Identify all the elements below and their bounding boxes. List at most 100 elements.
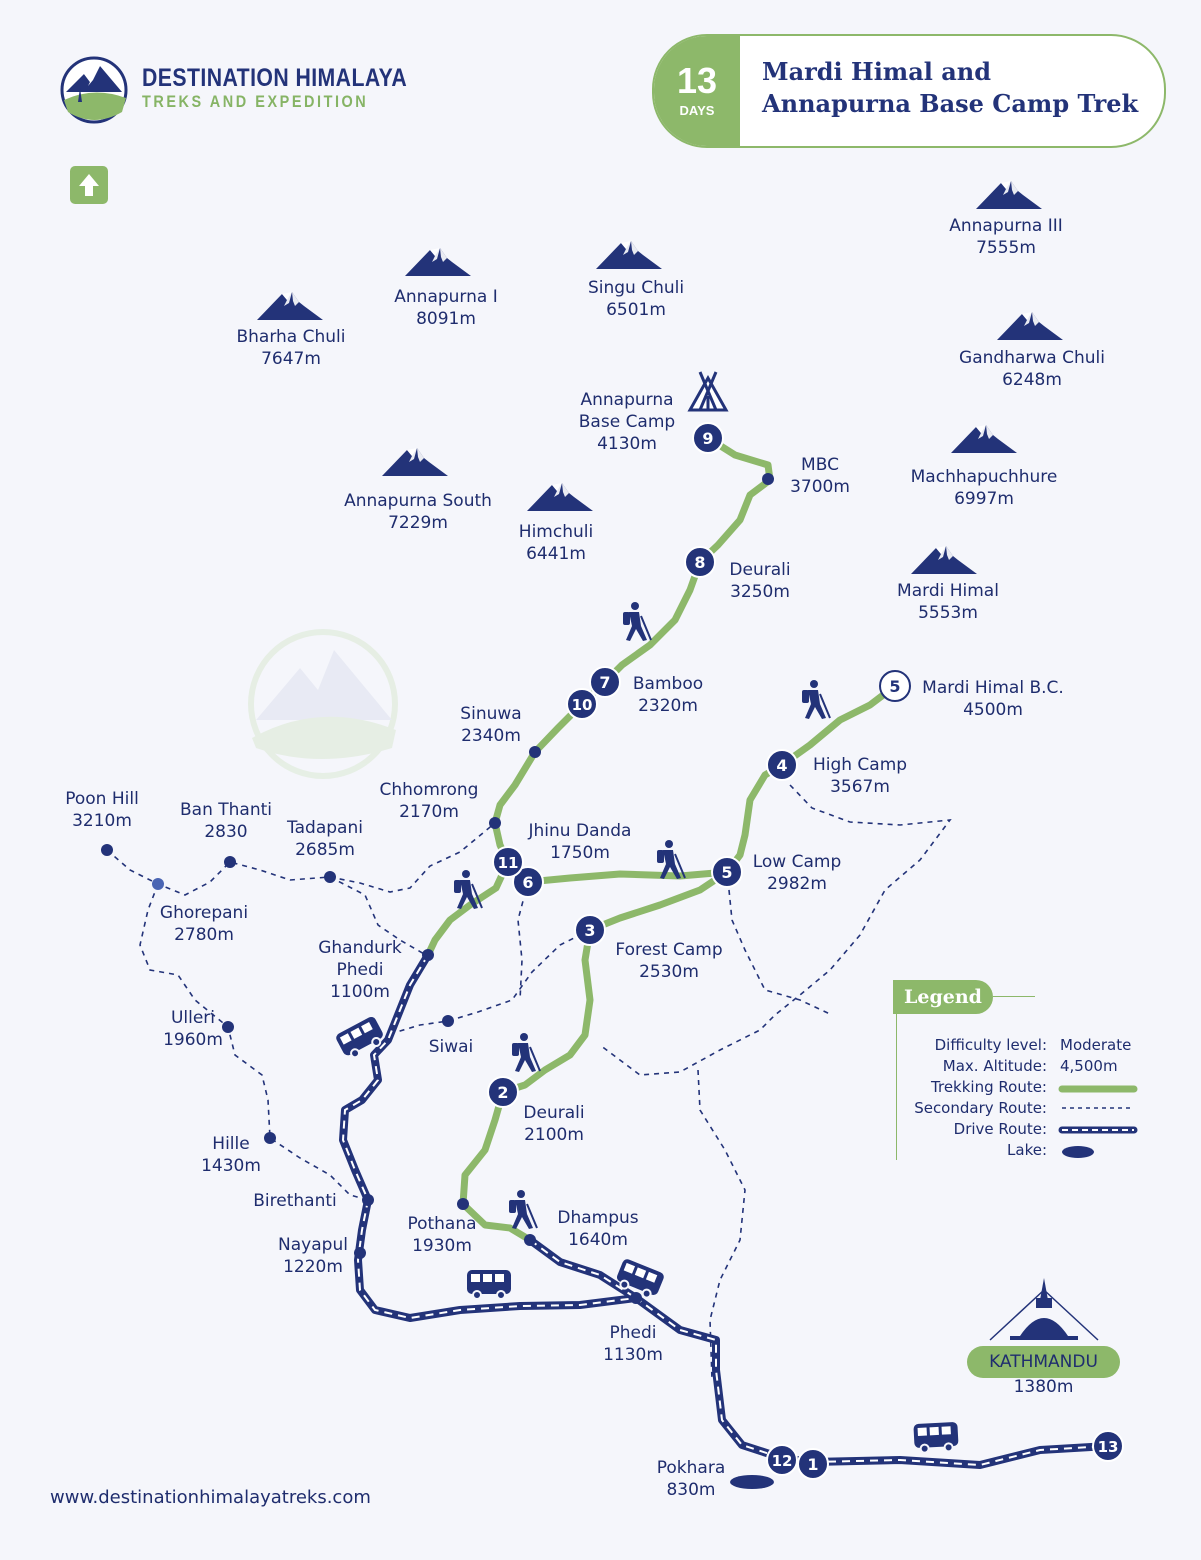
mountain-icon [527, 483, 593, 511]
svg-text:6: 6 [522, 873, 533, 892]
mountain-icon [257, 292, 323, 320]
stop-marker-6: 6 [512, 866, 544, 898]
svg-text:5: 5 [889, 677, 900, 696]
stupa-icon [989, 1278, 1099, 1341]
svg-text:9: 9 [702, 429, 713, 448]
waypoint-tadapani [324, 871, 336, 883]
legend-difficulty-value: Moderate [1060, 1036, 1132, 1054]
kathmandu-altitude: 1380m [1013, 1377, 1074, 1397]
legend-lake: Lake: [1007, 1141, 1047, 1159]
svg-text:4: 4 [776, 756, 787, 775]
stop-marker-12: 12 [766, 1444, 798, 1476]
mountain-icon [997, 312, 1063, 340]
stop-marker-8: 8 [684, 546, 716, 578]
mountain-icon [382, 448, 448, 476]
days-badge: 13 DAYS [654, 36, 740, 146]
waypoint-sinuwa [529, 746, 541, 758]
svg-text:1: 1 [807, 1455, 818, 1474]
svg-text:3: 3 [584, 921, 595, 940]
hiker-icon [801, 679, 831, 720]
stop-marker-5-mardi-bc: 5 [879, 670, 911, 702]
svg-text:5: 5 [721, 863, 732, 882]
tent-icon [687, 371, 729, 412]
secondary-routes [106, 784, 952, 1381]
mountain-icon [951, 425, 1017, 453]
legend-altitude-label: Max. Altitude: [942, 1057, 1047, 1075]
waypoint-dhampus [524, 1234, 536, 1246]
trip-title-card: 13 DAYS Mardi Himal and Annapurna Base C… [652, 34, 1166, 148]
watermark [248, 629, 398, 779]
waypoint-ban-thanti [224, 856, 236, 868]
legend-lake-swatch [1062, 1146, 1094, 1158]
website-url[interactable]: www.destinationhimalayatreks.com [50, 1487, 371, 1508]
waypoint-mbc [762, 473, 774, 485]
waypoint-birethanti [362, 1194, 374, 1206]
waypoint-poon-hill [101, 844, 113, 856]
svg-text:2: 2 [497, 1083, 508, 1102]
waypoint-siwai [442, 1015, 454, 1027]
waypoint-hille [264, 1132, 276, 1144]
legend-secondary-route: Secondary Route: [914, 1099, 1047, 1117]
waypoint-chhomrong [489, 817, 501, 829]
trekking-route [424, 434, 899, 1244]
days-count: 13 [676, 60, 718, 101]
hiker-icon [511, 1032, 541, 1073]
stop-marker-2: 2 [487, 1076, 519, 1108]
brand-tagline: TREKS AND EXPEDITION [142, 92, 369, 111]
mountain-icon [405, 248, 471, 276]
mountain-icon [976, 181, 1042, 209]
waypoint-pothana [457, 1198, 469, 1210]
legend-altitude-value: 4,500m [1060, 1057, 1118, 1075]
stop-marker-5-low-camp: 5 [711, 856, 743, 888]
brand-logo: DESTINATION HIMALAYA TREKS AND EXPEDITIO… [60, 56, 407, 130]
bus-icon [912, 1420, 960, 1455]
stop-marker-4: 4 [766, 749, 798, 781]
place-label-birethanti: Birethanti [253, 1191, 337, 1211]
legend-trekking-route: Trekking Route: [931, 1078, 1047, 1096]
stop-marker-9: 9 [692, 422, 724, 454]
place-label-kathmandu: KATHMANDU [967, 1346, 1120, 1378]
north-arrow-button[interactable] [70, 166, 108, 204]
waypoint-dots [101, 473, 774, 1304]
days-label: DAYS [679, 103, 715, 118]
svg-text:8: 8 [694, 553, 705, 572]
svg-text:10: 10 [572, 696, 593, 714]
trip-title: Mardi Himal and Annapurna Base Camp Trek [762, 57, 1139, 118]
up-arrow-icon [79, 174, 99, 196]
lake-phewa [730, 1475, 774, 1489]
place-label-mardi-bc: Mardi Himal B.C.4500m [922, 678, 1064, 720]
legend-symbols [1058, 1085, 1138, 1158]
svg-text:13: 13 [1098, 1438, 1119, 1456]
place-label-siwai: Siwai [428, 1037, 474, 1057]
brand-name: DESTINATION HIMALAYA [142, 64, 408, 92]
svg-text:7: 7 [599, 673, 610, 692]
